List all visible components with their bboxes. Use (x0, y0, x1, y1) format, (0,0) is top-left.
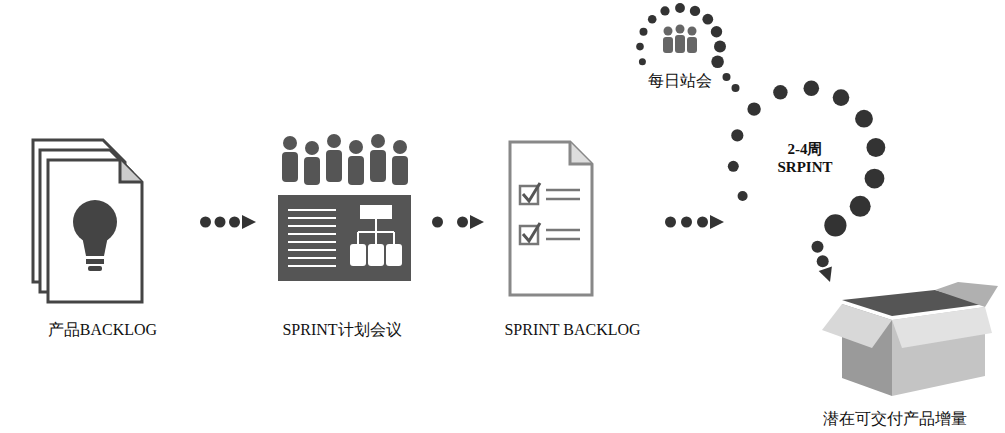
meeting-icon (278, 134, 411, 281)
loop-dot (804, 81, 820, 97)
bulb-base (86, 259, 104, 264)
loop-dot (850, 196, 871, 217)
connector-dot (697, 217, 708, 228)
people (282, 134, 408, 185)
connector-dot (817, 255, 829, 267)
increment-node: 潜在可交付产品增量 (795, 280, 995, 430)
checklist-icon (510, 142, 592, 295)
connector-dot (432, 217, 443, 228)
planning-node: SPRINT计划会议 (262, 125, 422, 345)
loop-dot (855, 110, 873, 128)
loop-dot (773, 85, 787, 99)
node-label: SPRINT计划会议 (282, 320, 401, 339)
connector-dot (681, 217, 692, 228)
loop-dot (639, 58, 646, 65)
loop-dot (702, 14, 713, 25)
arrow-head (710, 215, 724, 229)
loop-dot (867, 138, 886, 157)
loop-dot (648, 15, 657, 24)
node-label: 2-4周 SRPINT (777, 140, 832, 176)
dotted-connector (723, 73, 740, 92)
node-label: SPRINT BACKLOG (504, 320, 640, 339)
org-chart (350, 205, 402, 266)
loop-dot (728, 161, 739, 172)
loop-dot (711, 55, 724, 68)
connector-dot (665, 217, 676, 228)
dotted-connector (812, 241, 832, 282)
loop-dot (833, 89, 850, 106)
sprint-loop-node: 2-4周 SRPINT (730, 85, 880, 235)
loop-dot (711, 26, 722, 37)
standup-node: 每日站会 (632, 8, 728, 100)
connector-dot (229, 217, 240, 228)
backlog-node: 产品BACKLOG (15, 130, 190, 345)
loop-dot (660, 6, 669, 15)
backlog-pages-icon (33, 140, 142, 302)
connector-dot (200, 217, 211, 228)
node-label: 潜在可交付产品增量 (823, 409, 967, 428)
standup-people (663, 25, 697, 54)
sprint-loop-dots (728, 81, 886, 237)
loop-dot (747, 102, 760, 115)
standup-loop-dots (636, 3, 726, 68)
bulb-base (88, 266, 102, 271)
page-fold (120, 160, 142, 182)
loop-dot (865, 169, 885, 189)
board (278, 195, 411, 281)
loop-dot (640, 28, 648, 36)
arrow-head (819, 267, 832, 283)
node-label: 每日站会 (648, 71, 712, 90)
dotted-connector (432, 215, 484, 229)
loop-dot (731, 129, 743, 141)
node-label: 产品BACKLOG (48, 320, 157, 339)
loop-dot (636, 43, 644, 51)
connector-dot (723, 73, 731, 81)
loop-dot (675, 3, 685, 13)
bulb-neck (82, 236, 108, 256)
connector-dot (812, 241, 824, 253)
arrow-head (242, 215, 256, 229)
connector-dot (215, 217, 226, 228)
loop-dot (824, 214, 846, 236)
connector-dot (457, 217, 468, 228)
page (48, 160, 142, 302)
loop-dot (690, 6, 700, 16)
sprint-backlog-node: SPRINT BACKLOG (490, 135, 655, 345)
dotted-connector (665, 215, 724, 229)
loop-dot (714, 41, 726, 53)
loop-dot (738, 191, 748, 201)
board-lines (288, 210, 336, 266)
connector-dot (732, 84, 740, 92)
arrow-head (470, 215, 484, 229)
dotted-connector (200, 215, 256, 229)
open-box-icon (822, 282, 998, 396)
